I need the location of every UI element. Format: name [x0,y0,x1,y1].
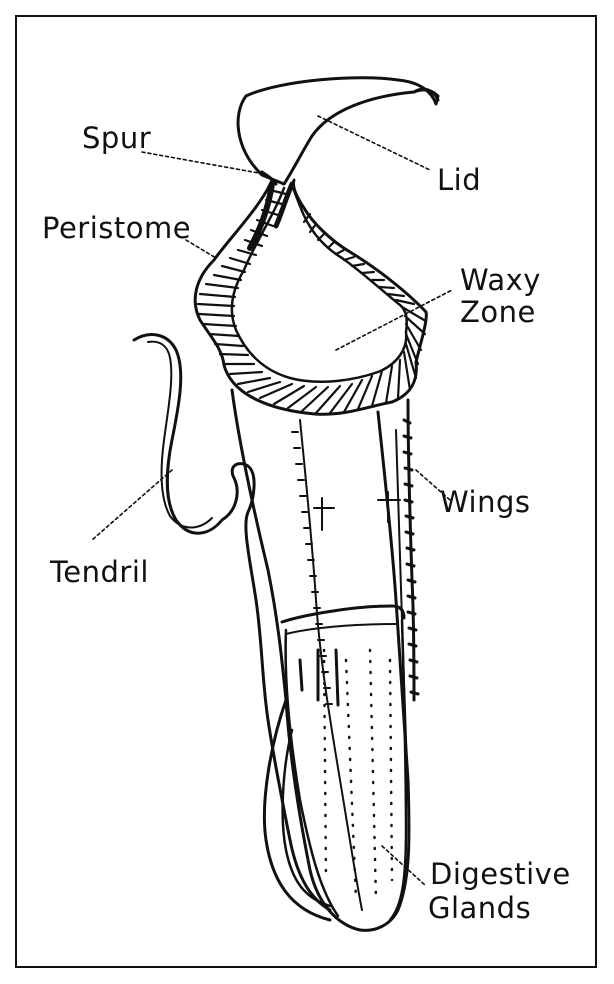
label-spur: Spur [82,121,151,155]
lid-shape [238,78,438,184]
label-peristome: Peristome [42,211,191,245]
label-waxy-zone-line2: Zone [460,295,536,329]
digestive-zone-teeth [300,650,338,705]
pitcher-loop-inner [283,730,330,906]
label-wings: Wings [440,485,531,519]
wing-teeth-left [292,432,332,704]
peristome-neck [250,184,272,248]
wing-cross-right [378,492,400,522]
pitcher-loop-outer [264,700,330,920]
wing-cross-left [314,498,334,530]
lid-leader [318,116,430,170]
label-waxy-zone-line1: Waxy [460,263,541,297]
digestive-zone-top-2 [286,624,396,634]
digestive-zone-right [390,620,406,920]
peristome-inner [232,186,407,382]
label-tendril: Tendril [49,555,149,589]
pitcher-body-right [360,412,409,930]
tendril-leader [92,470,172,540]
label-lid: Lid [437,163,481,197]
label-digestive-glands-line1: Digestive [430,857,571,891]
digestive-zone-top [282,606,404,622]
label-digestive-glands-line2: Glands [428,891,531,925]
digestive-gland-dots [324,650,392,900]
